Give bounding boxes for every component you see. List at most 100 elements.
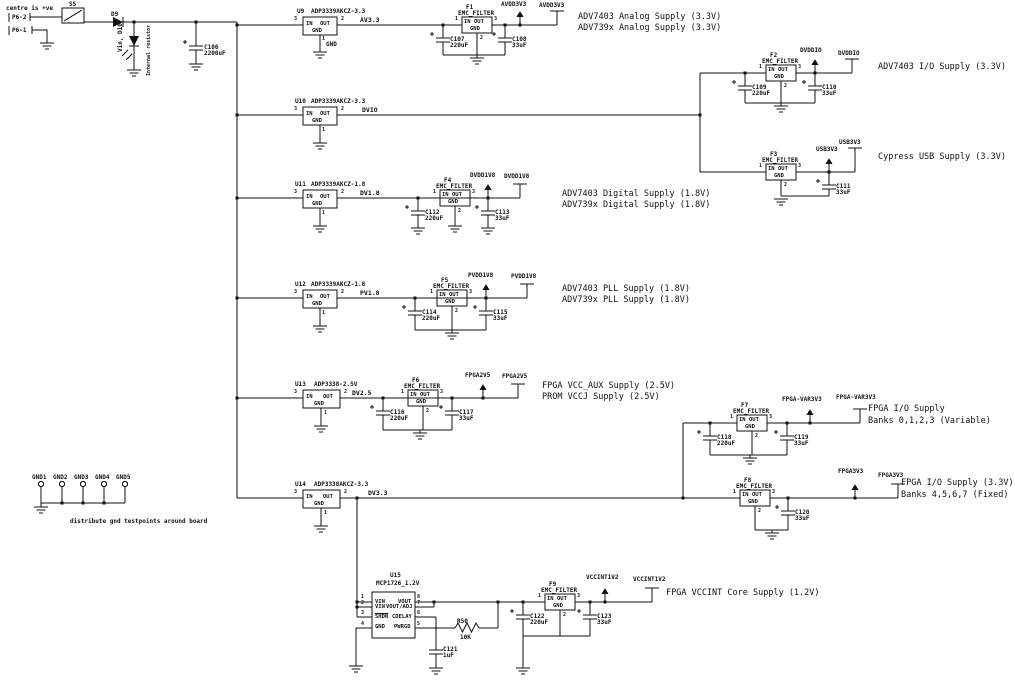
component-bodies xyxy=(61,7,797,639)
wire-layer xyxy=(8,13,898,668)
c114-ref: C114 xyxy=(422,309,437,316)
testpoint-note: distribute gnd testpoints around board xyxy=(70,518,208,525)
f7-pin1: 1 xyxy=(730,414,734,420)
switch-ref: S5 xyxy=(69,1,77,8)
f5-out: OUT xyxy=(449,292,459,298)
u15-pin4: 4 xyxy=(361,621,365,627)
f6-body xyxy=(407,389,439,407)
r50-ref: R50 xyxy=(457,618,468,625)
f1-annotation-2: ADV739x Analog Supply (3.3V) xyxy=(578,23,722,33)
f3-pin2: 2 xyxy=(784,182,788,188)
f8-pin1: 1 xyxy=(733,489,737,495)
switch-body xyxy=(61,7,85,24)
testpoint-gnd1-label: GND1 xyxy=(32,474,47,481)
f4-pin1: 1 xyxy=(433,189,437,195)
f8-body xyxy=(739,489,771,507)
c108-ref: C108 xyxy=(512,36,527,43)
u11-body xyxy=(302,189,338,209)
f7-name: EMC_FILTER xyxy=(733,408,770,415)
u13-gnd: GND xyxy=(314,401,324,407)
u9-pin2: 2 xyxy=(341,16,345,22)
u10-gnd: GND xyxy=(312,118,322,124)
f6-in: IN xyxy=(410,392,417,398)
u12-ref: U12 xyxy=(295,281,306,288)
f3-pin1: 1 xyxy=(759,163,763,169)
u13-body xyxy=(302,389,341,409)
c106-ref: C106 xyxy=(204,44,219,51)
c120-ref: C120 xyxy=(795,509,810,516)
f2-pin1: 1 xyxy=(759,64,763,70)
f3-body xyxy=(765,163,797,181)
f9-pin3: 3 xyxy=(577,593,581,599)
c116-ref: C116 xyxy=(390,409,405,416)
u12-pin2: 2 xyxy=(341,289,345,295)
u15-pin6: 6 xyxy=(417,610,421,616)
rail-fpga2v5-arrow: FPGA2V5 xyxy=(465,372,491,379)
u12-out: OUT xyxy=(320,294,330,300)
c120-val: 33uF xyxy=(795,515,810,522)
f1-out: OUT xyxy=(474,19,484,25)
u12-pin3: 3 xyxy=(294,289,298,295)
diode-ref: D9 xyxy=(111,11,119,18)
u11-pin1: 1 xyxy=(322,210,326,216)
f1-pin3: 3 xyxy=(494,16,498,22)
u10-pin1: 1 xyxy=(322,127,326,133)
f9-in: IN xyxy=(547,596,554,602)
f5-pin1: 1 xyxy=(430,289,434,295)
u15-vin2: VIN xyxy=(375,604,385,610)
f7-annotation-2: Banks 0,1,2,3 (Variable) xyxy=(868,416,991,426)
f7-annotation-1: FPGA I/O Supply xyxy=(868,404,945,414)
u11-gnd: GND xyxy=(312,201,322,207)
u10-pin3: 3 xyxy=(294,106,298,112)
f9-ref: F9 xyxy=(549,581,557,588)
u13-pin1: 1 xyxy=(324,410,328,416)
net-dv3v3: DV3.3 xyxy=(368,489,388,497)
c121-ref: C121 xyxy=(443,646,458,653)
u15-vout-adj: VOUT/ADJ xyxy=(386,604,413,610)
led-icon xyxy=(129,36,139,46)
f5-pin3: 3 xyxy=(469,289,473,295)
rail-fpga-var3v3-bar: FPGA-VAR3V3 xyxy=(836,394,876,401)
net-dv1v8: DV1.8 xyxy=(360,189,380,197)
c118-val: 220uF xyxy=(717,440,736,447)
f2-body xyxy=(765,64,797,82)
u13-pin3: 3 xyxy=(294,389,298,395)
u15-part: MCP1726_1.2V xyxy=(376,580,420,587)
rail-dvddio-bar: DVDDIO xyxy=(838,50,860,57)
u10-in: IN xyxy=(306,111,313,117)
f7-body xyxy=(736,414,768,432)
f1-name: EMC_FILTER xyxy=(458,10,495,17)
testpoint-gnd2-label: GND2 xyxy=(53,474,68,481)
u13-part: ADP3338-2.5V xyxy=(314,381,358,388)
c119-val: 33uF xyxy=(794,440,809,447)
f6-out: OUT xyxy=(420,392,430,398)
c113-ref: C113 xyxy=(495,209,510,216)
u9-pin1: 1 xyxy=(322,36,326,42)
rail-dvdd1v8-bar: DVDD1V8 xyxy=(504,173,530,180)
f6-pin2: 2 xyxy=(426,408,430,414)
u13-out: OUT xyxy=(323,394,333,400)
f8-annotation-1: FPGA I/O Supply (3.3V) xyxy=(901,478,1014,488)
f8-pin3: 3 xyxy=(772,489,776,495)
switch-lever-icon xyxy=(63,9,83,22)
u12-gnd: GND xyxy=(312,301,322,307)
f5-gnd: GND xyxy=(445,299,455,305)
f8-annotation-2: Banks 4,5,6,7 (Fixed) xyxy=(901,490,1009,500)
f1-pin2: 2 xyxy=(480,35,484,41)
u12-part: ADP3339AKCZ-1.8 xyxy=(311,281,366,288)
f4-annotation-2: ADV739x Digital Supply (1.8V) xyxy=(562,200,711,210)
f6-ref: F6 xyxy=(412,377,420,384)
f9-pin1: 1 xyxy=(538,593,542,599)
f2-pin2: 2 xyxy=(784,83,788,89)
u10-ref: U10 xyxy=(295,98,306,105)
rail-dvddio-arrow: DVDDIO xyxy=(800,47,822,54)
f5-name: EMC_FILTER xyxy=(433,283,470,290)
rail-usb3v3-bar: USB3V3 xyxy=(839,139,861,146)
u12-in: IN xyxy=(306,294,313,300)
c115-val: 33uF xyxy=(493,315,508,322)
f2-name: EMC_FILTER xyxy=(762,58,799,65)
u15-gnd: GND xyxy=(375,624,385,630)
f6-pin1: 1 xyxy=(401,389,405,395)
c114-val: 220uF xyxy=(422,315,441,322)
rail-avdd3v3-arrow: AVDD3V3 xyxy=(501,1,527,8)
